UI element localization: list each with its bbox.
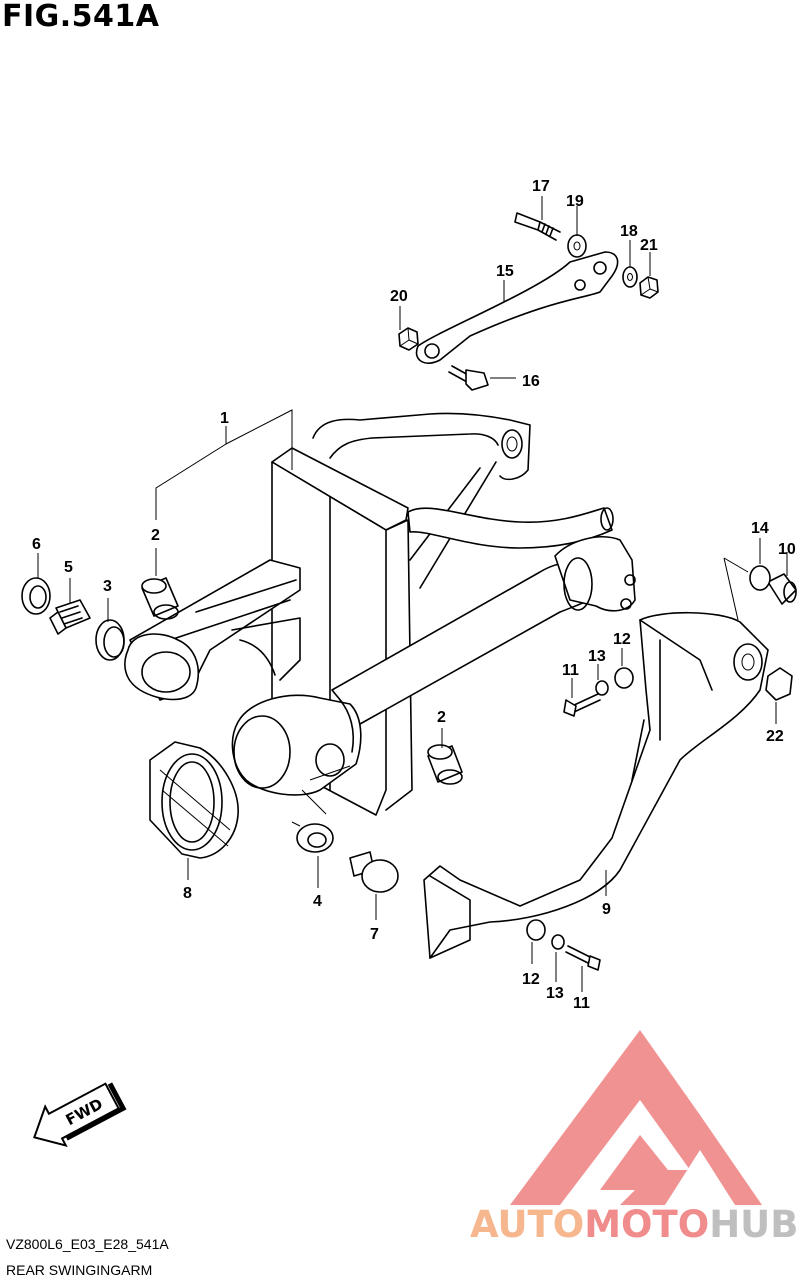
bushing-2-lower (427, 744, 463, 785)
fwd-arrow: FWD (33, 1082, 127, 1148)
pivot-bolt-5 (49, 599, 91, 635)
diagram-caption: REAR SWINGINGARM (6, 1262, 153, 1278)
watermark-logo (510, 1030, 762, 1205)
watermark-hub: HUB (709, 1203, 798, 1246)
callout-22: 22 (766, 728, 784, 745)
callout-15: 15 (496, 263, 514, 280)
figure-title: FIG.541A (2, 0, 160, 34)
callout-7: 7 (370, 926, 379, 943)
spacer-13-lower (551, 934, 565, 950)
locknut-6 (21, 577, 51, 615)
bracket-9 (423, 611, 769, 959)
callout-labels: 1 2 2 3 4 5 6 7 8 9 10 11 11 12 12 13 13… (32, 178, 796, 1012)
callout-14: 14 (751, 520, 769, 537)
boot-8 (149, 741, 239, 859)
callout-11: 11 (573, 995, 590, 1012)
pivot-bolt-7 (349, 851, 399, 893)
svg-text:AUTOMOTOHUB: AUTOMOTOHUB (470, 1203, 798, 1246)
watermark-auto: AUTO (470, 1203, 584, 1246)
bolt-11-lower (565, 945, 601, 971)
callout-17: 17 (532, 178, 550, 195)
callout-20: 20 (390, 288, 408, 305)
watermark-text: AUTOMOTOHUB (470, 1203, 798, 1246)
swingarm-body (124, 412, 636, 816)
callout-19: 19 (566, 193, 584, 210)
nut-21 (639, 276, 659, 299)
callout-16: 16 (522, 373, 540, 390)
collar-14 (749, 565, 771, 591)
diagram-code: VZ800L6_E03_E28_541A (6, 1236, 169, 1252)
bushing-2-upper (141, 577, 179, 620)
washer-12-upper (614, 667, 634, 689)
callout-13: 13 (546, 985, 564, 1002)
bearing-3 (95, 619, 125, 661)
callout-12: 12 (522, 971, 540, 988)
callout-13: 13 (588, 648, 606, 665)
bolt-17 (514, 212, 561, 241)
callout-3: 3 (103, 578, 112, 595)
washer-18 (622, 266, 638, 288)
callout-4: 4 (313, 893, 322, 910)
callout-12: 12 (613, 631, 631, 648)
callout-2: 2 (437, 709, 446, 726)
callout-21: 21 (640, 237, 658, 254)
callout-11: 11 (562, 662, 579, 679)
nut-22 (765, 667, 793, 701)
link-rod (415, 251, 619, 364)
callout-8: 8 (183, 885, 192, 902)
callout-10: 10 (778, 541, 796, 558)
washer-12-lower (526, 919, 546, 941)
callout-9: 9 (602, 901, 611, 918)
callout-2: 2 (151, 527, 160, 544)
bolt-16 (448, 365, 489, 391)
bearing-4 (296, 823, 334, 853)
callout-5: 5 (64, 559, 73, 576)
callout-18: 18 (620, 223, 638, 240)
washer-19 (567, 234, 587, 258)
bolt-11-upper (563, 693, 601, 717)
spacer-13-upper (595, 680, 609, 696)
leader-lines (37, 196, 788, 992)
bolt-10 (767, 573, 797, 605)
nut-20 (398, 327, 419, 351)
callout-1: 1 (220, 410, 229, 427)
callout-6: 6 (32, 536, 41, 553)
watermark-moto: MOTO (584, 1203, 709, 1246)
